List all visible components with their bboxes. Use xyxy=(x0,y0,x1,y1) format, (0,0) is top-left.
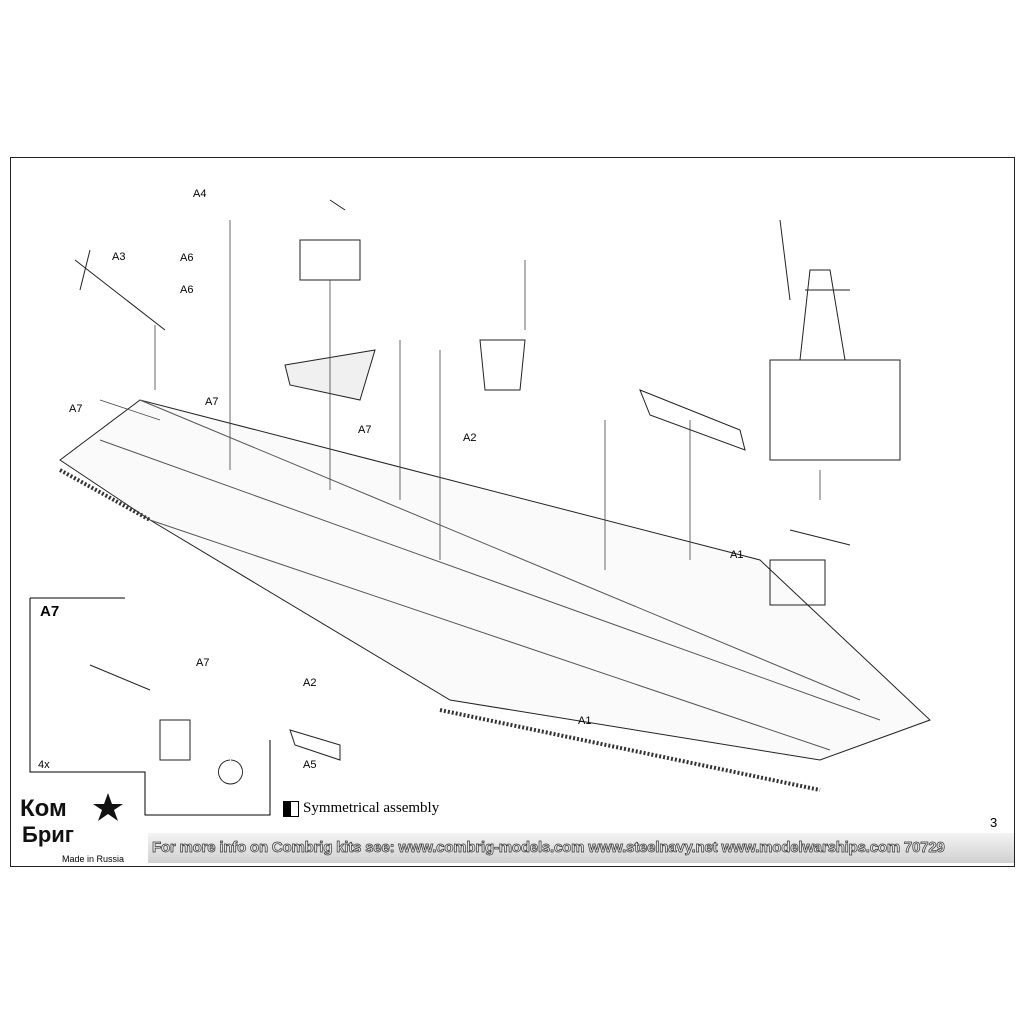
page-number: 3 xyxy=(990,815,998,830)
guide-lines xyxy=(99,220,821,570)
gun-turret-fore xyxy=(299,199,361,281)
part-label: A7 xyxy=(358,424,372,436)
part-label: A2 xyxy=(463,432,477,444)
inset-part xyxy=(89,664,243,785)
page-frame xyxy=(10,157,1015,867)
legend-text: Symmetrical assembly xyxy=(303,800,440,816)
part-label: A7 xyxy=(196,657,210,669)
symmetrical-assembly-legend: Symmetrical assembly xyxy=(283,800,439,817)
part-label: A4 xyxy=(193,188,207,200)
gun-turret-aft xyxy=(769,529,851,606)
svg-text:Ком: Ком xyxy=(20,795,67,822)
superstructure xyxy=(769,359,901,461)
svg-text:Бриг: Бриг xyxy=(22,822,74,847)
part-label: A2 xyxy=(303,677,317,689)
part-label: A5 xyxy=(303,759,317,771)
hull-deck xyxy=(59,399,931,761)
footer-band xyxy=(148,833,1014,863)
combrig-logo: Ком Бриг xyxy=(20,793,123,847)
footer-text: For more info on Combrig kits see: www.c… xyxy=(152,839,946,857)
made-in-russia: Made in Russia xyxy=(62,854,125,864)
part-label: A1 xyxy=(730,549,744,561)
boat-a5 xyxy=(289,729,341,761)
inset-box xyxy=(29,597,271,816)
boat xyxy=(639,389,746,451)
inset-title: A7 xyxy=(40,603,60,620)
part-label: A6 xyxy=(180,252,194,264)
part-label: A1 xyxy=(578,715,592,727)
part-label: A7 xyxy=(69,403,83,415)
crane-a3 xyxy=(74,249,166,331)
mast xyxy=(779,219,850,361)
part-label: A7 xyxy=(205,396,219,408)
inset-quantity: 4x xyxy=(38,759,50,771)
symmetry-icon xyxy=(283,800,299,817)
part-label: A6 xyxy=(180,284,194,296)
part-label: A3 xyxy=(112,251,126,263)
funnel xyxy=(479,339,526,391)
star-icon xyxy=(93,793,123,821)
deck-lines xyxy=(99,399,881,751)
hull-side-railing xyxy=(59,468,821,792)
